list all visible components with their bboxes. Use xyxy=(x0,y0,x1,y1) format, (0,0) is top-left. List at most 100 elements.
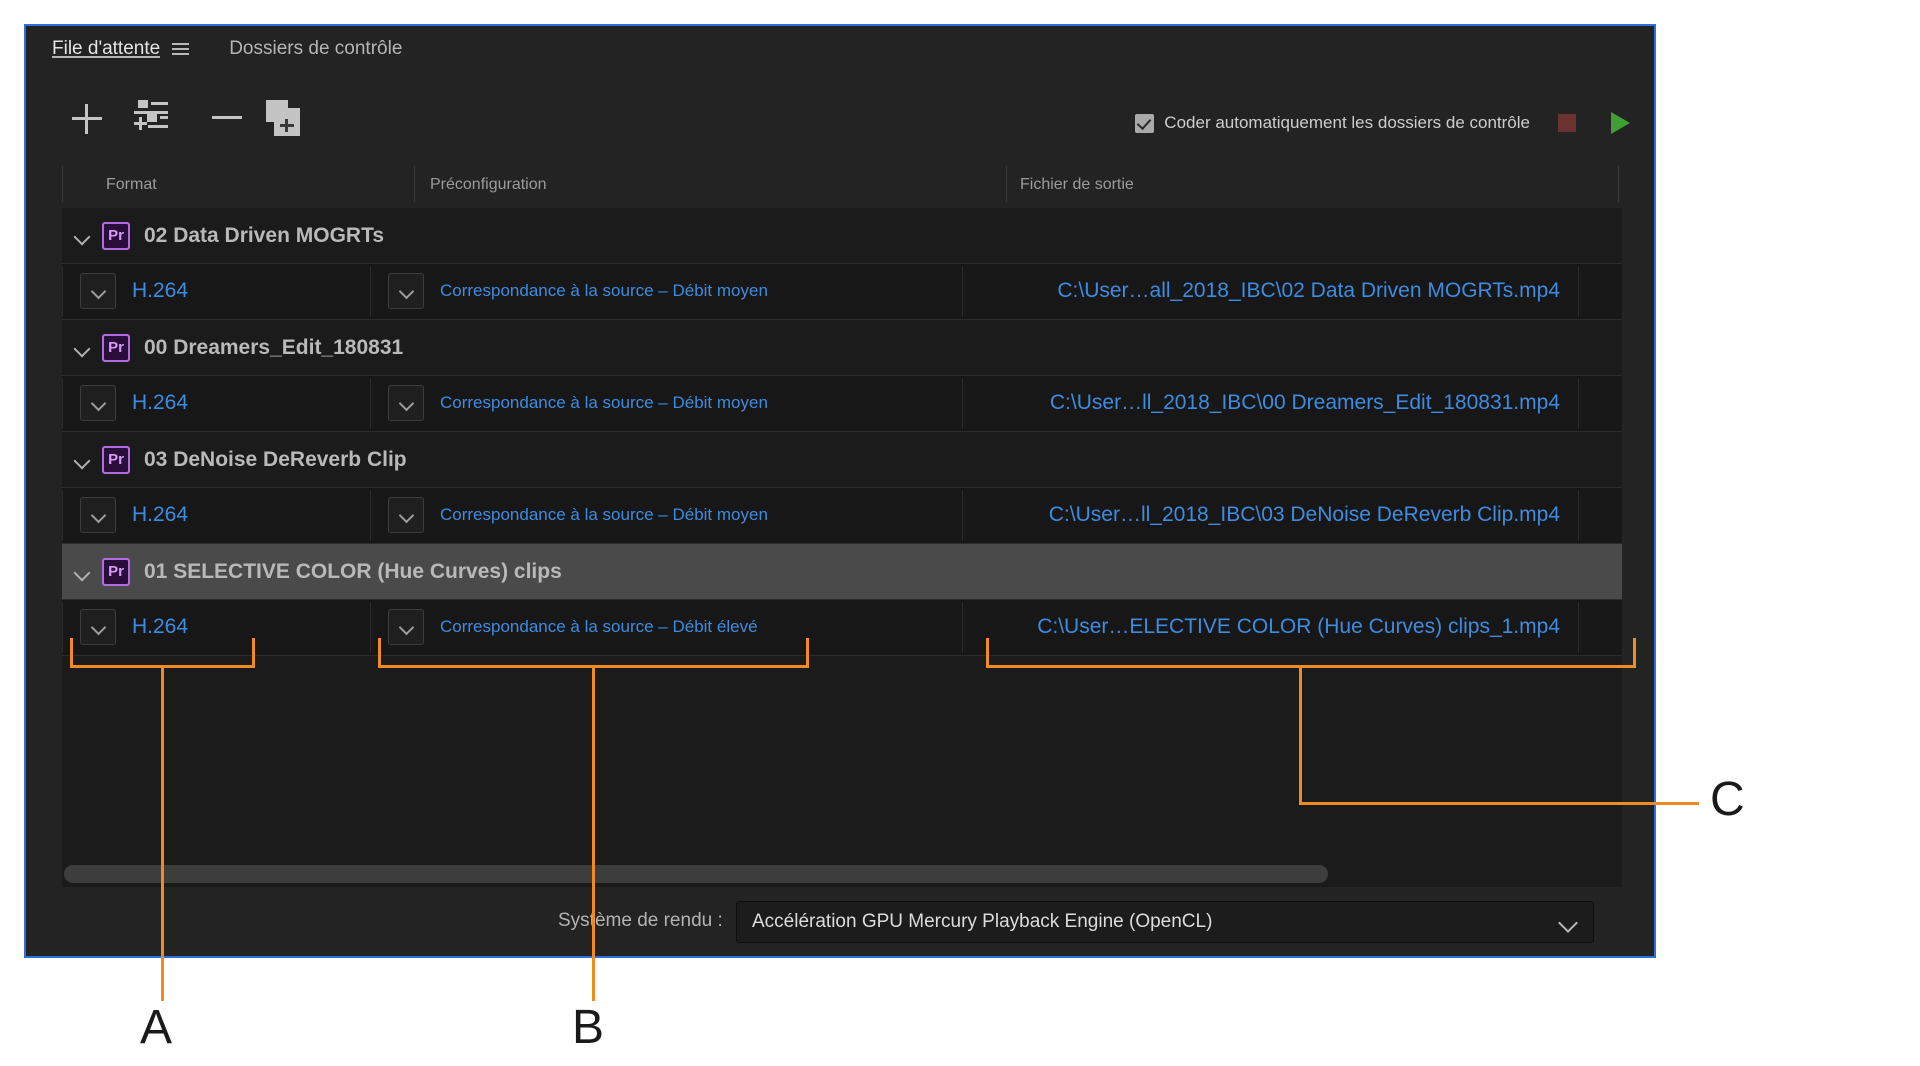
callout-b-label: B xyxy=(572,1001,605,1054)
callout-a-bracket-left xyxy=(70,638,73,668)
add-preset-icon[interactable] xyxy=(134,100,168,136)
column-divider xyxy=(1578,490,1579,541)
preset-value-cell[interactable]: Correspondance à la source – Débit moyen xyxy=(388,273,768,309)
column-divider xyxy=(370,378,371,429)
column-divider xyxy=(370,266,371,317)
queue-group-title: 03 DeNoise DeReverb Clip xyxy=(144,447,407,471)
column-divider xyxy=(62,378,63,429)
queue-group-title: 02 Data Driven MOGRTs xyxy=(144,223,385,247)
footer-bar: Système de rendu : Accélération GPU Merc… xyxy=(26,888,1654,956)
format-dropdown-icon[interactable] xyxy=(80,497,116,533)
queue-item-row[interactable]: H.264 Correspondance à la source – Débit … xyxy=(62,600,1622,656)
queue-item-row[interactable]: H.264 Correspondance à la source – Débit … xyxy=(62,376,1622,432)
premiere-pro-source-icon: Pr xyxy=(102,333,130,362)
chevron-down-icon[interactable] xyxy=(1558,913,1578,933)
queue-item-row[interactable]: H.264 Correspondance à la source – Débit … xyxy=(62,488,1622,544)
column-header-output[interactable]: Fichier de sortie xyxy=(1020,176,1134,193)
preset-value[interactable]: Correspondance à la source – Débit moyen xyxy=(440,505,768,524)
toolbar: Coder automatiquement les dossiers de co… xyxy=(26,82,1654,158)
preset-value[interactable]: Correspondance à la source – Débit élevé xyxy=(440,617,758,636)
queue-item-row[interactable]: H.264 Correspondance à la source – Débit … xyxy=(62,264,1622,320)
auto-encode-label: Coder automatiquement les dossiers de co… xyxy=(1164,113,1530,132)
column-divider xyxy=(62,266,63,317)
format-dropdown-icon[interactable] xyxy=(80,385,116,421)
output-file-cell[interactable]: C:\User…ll_2018_IBC\03 DeNoise DeReverb … xyxy=(980,497,1560,533)
format-value-cell[interactable]: H.264 xyxy=(80,609,188,645)
preset-value[interactable]: Correspondance à la source – Débit moyen xyxy=(440,281,768,300)
duplicate-icon[interactable] xyxy=(266,100,304,138)
format-value-cell[interactable]: H.264 xyxy=(80,273,188,309)
auto-encode-watch-folders-checkbox[interactable]: Coder automatiquement les dossiers de co… xyxy=(1135,113,1530,133)
column-divider xyxy=(62,602,63,653)
column-divider xyxy=(62,490,63,541)
media-encoder-panel: File d'attente Dossiers de contrôle xyxy=(24,24,1656,958)
callout-c-label: C xyxy=(1710,773,1745,826)
output-file-cell[interactable]: C:\User…ll_2018_IBC\00 Dreamers_Edit_180… xyxy=(980,385,1560,421)
tab-bar: File d'attente Dossiers de contrôle xyxy=(26,26,1654,82)
chevron-down-icon[interactable] xyxy=(68,446,96,474)
column-header-preset[interactable]: Préconfiguration xyxy=(430,176,547,193)
render-system-select[interactable]: Accélération GPU Mercury Playback Engine… xyxy=(736,901,1594,943)
preset-dropdown-icon[interactable] xyxy=(388,497,424,533)
preset-value-cell[interactable]: Correspondance à la source – Débit élevé xyxy=(388,609,758,645)
callout-c-bracket-left xyxy=(986,638,989,668)
output-file-value[interactable]: C:\User…ELECTIVE COLOR (Hue Curves) clip… xyxy=(1037,615,1560,638)
premiere-pro-source-icon: Pr xyxy=(102,445,130,474)
start-queue-button[interactable] xyxy=(1611,112,1630,134)
format-value[interactable]: H.264 xyxy=(132,279,189,302)
column-divider xyxy=(370,490,371,541)
output-file-value[interactable]: C:\User…ll_2018_IBC\03 DeNoise DeReverb … xyxy=(1048,503,1560,526)
add-icon[interactable] xyxy=(72,104,102,134)
tab-queue[interactable]: File d'attente xyxy=(52,38,190,70)
preset-dropdown-icon[interactable] xyxy=(388,609,424,645)
remove-icon[interactable] xyxy=(212,116,242,119)
queue-group-row[interactable]: Pr 03 DeNoise DeReverb Clip xyxy=(62,432,1622,488)
callout-c-bracket-right xyxy=(1633,638,1636,668)
chevron-down-icon[interactable] xyxy=(68,334,96,362)
render-system-label: Système de rendu : xyxy=(558,910,723,931)
tab-queue-label: File d'attente xyxy=(52,38,161,59)
stop-button[interactable] xyxy=(1558,114,1576,132)
column-divider xyxy=(1578,602,1579,653)
preset-value[interactable]: Correspondance à la source – Débit moyen xyxy=(440,393,768,412)
callout-c-bracket-bottom xyxy=(986,665,1636,668)
column-headers: Format Préconfiguration Fichier de sorti… xyxy=(62,160,1652,208)
render-system-value: Accélération GPU Mercury Playback Engine… xyxy=(752,911,1213,932)
column-divider xyxy=(370,602,371,653)
output-file-value[interactable]: C:\User…all_2018_IBC\02 Data Driven MOGR… xyxy=(1057,279,1560,302)
format-value-cell[interactable]: H.264 xyxy=(80,497,188,533)
format-dropdown-icon[interactable] xyxy=(80,609,116,645)
callout-c-leader-vert xyxy=(1299,665,1302,805)
chevron-down-icon[interactable] xyxy=(68,558,96,586)
callout-b-bracket-left xyxy=(378,638,381,668)
column-divider xyxy=(962,602,963,653)
preset-dropdown-icon[interactable] xyxy=(388,385,424,421)
horizontal-scrollbar-thumb[interactable] xyxy=(64,865,1328,883)
column-divider xyxy=(1578,378,1579,429)
horizontal-scrollbar[interactable] xyxy=(62,861,1622,887)
checkbox-checked-icon[interactable] xyxy=(1135,113,1155,133)
format-value[interactable]: H.264 xyxy=(132,615,189,638)
output-file-value[interactable]: C:\User…ll_2018_IBC\00 Dreamers_Edit_180… xyxy=(1049,391,1560,414)
tab-watch-folders-label: Dossiers de contrôle xyxy=(229,38,403,59)
format-value[interactable]: H.264 xyxy=(132,391,189,414)
premiere-pro-source-icon: Pr xyxy=(102,557,130,586)
hamburger-menu-icon[interactable] xyxy=(172,42,190,56)
format-value[interactable]: H.264 xyxy=(132,503,189,526)
column-header-format[interactable]: Format xyxy=(106,176,157,193)
preset-dropdown-icon[interactable] xyxy=(388,273,424,309)
chevron-down-icon[interactable] xyxy=(68,222,96,250)
format-dropdown-icon[interactable] xyxy=(80,273,116,309)
output-file-cell[interactable]: C:\User…ELECTIVE COLOR (Hue Curves) clip… xyxy=(980,609,1560,645)
format-value-cell[interactable]: H.264 xyxy=(80,385,188,421)
tab-watch-folders[interactable]: Dossiers de contrôle xyxy=(229,38,402,70)
callout-c-leader-horiz xyxy=(1299,802,1699,805)
preset-value-cell[interactable]: Correspondance à la source – Débit moyen xyxy=(388,385,768,421)
column-divider xyxy=(962,490,963,541)
preset-value-cell[interactable]: Correspondance à la source – Débit moyen xyxy=(388,497,768,533)
output-file-cell[interactable]: C:\User…all_2018_IBC\02 Data Driven MOGR… xyxy=(980,273,1560,309)
